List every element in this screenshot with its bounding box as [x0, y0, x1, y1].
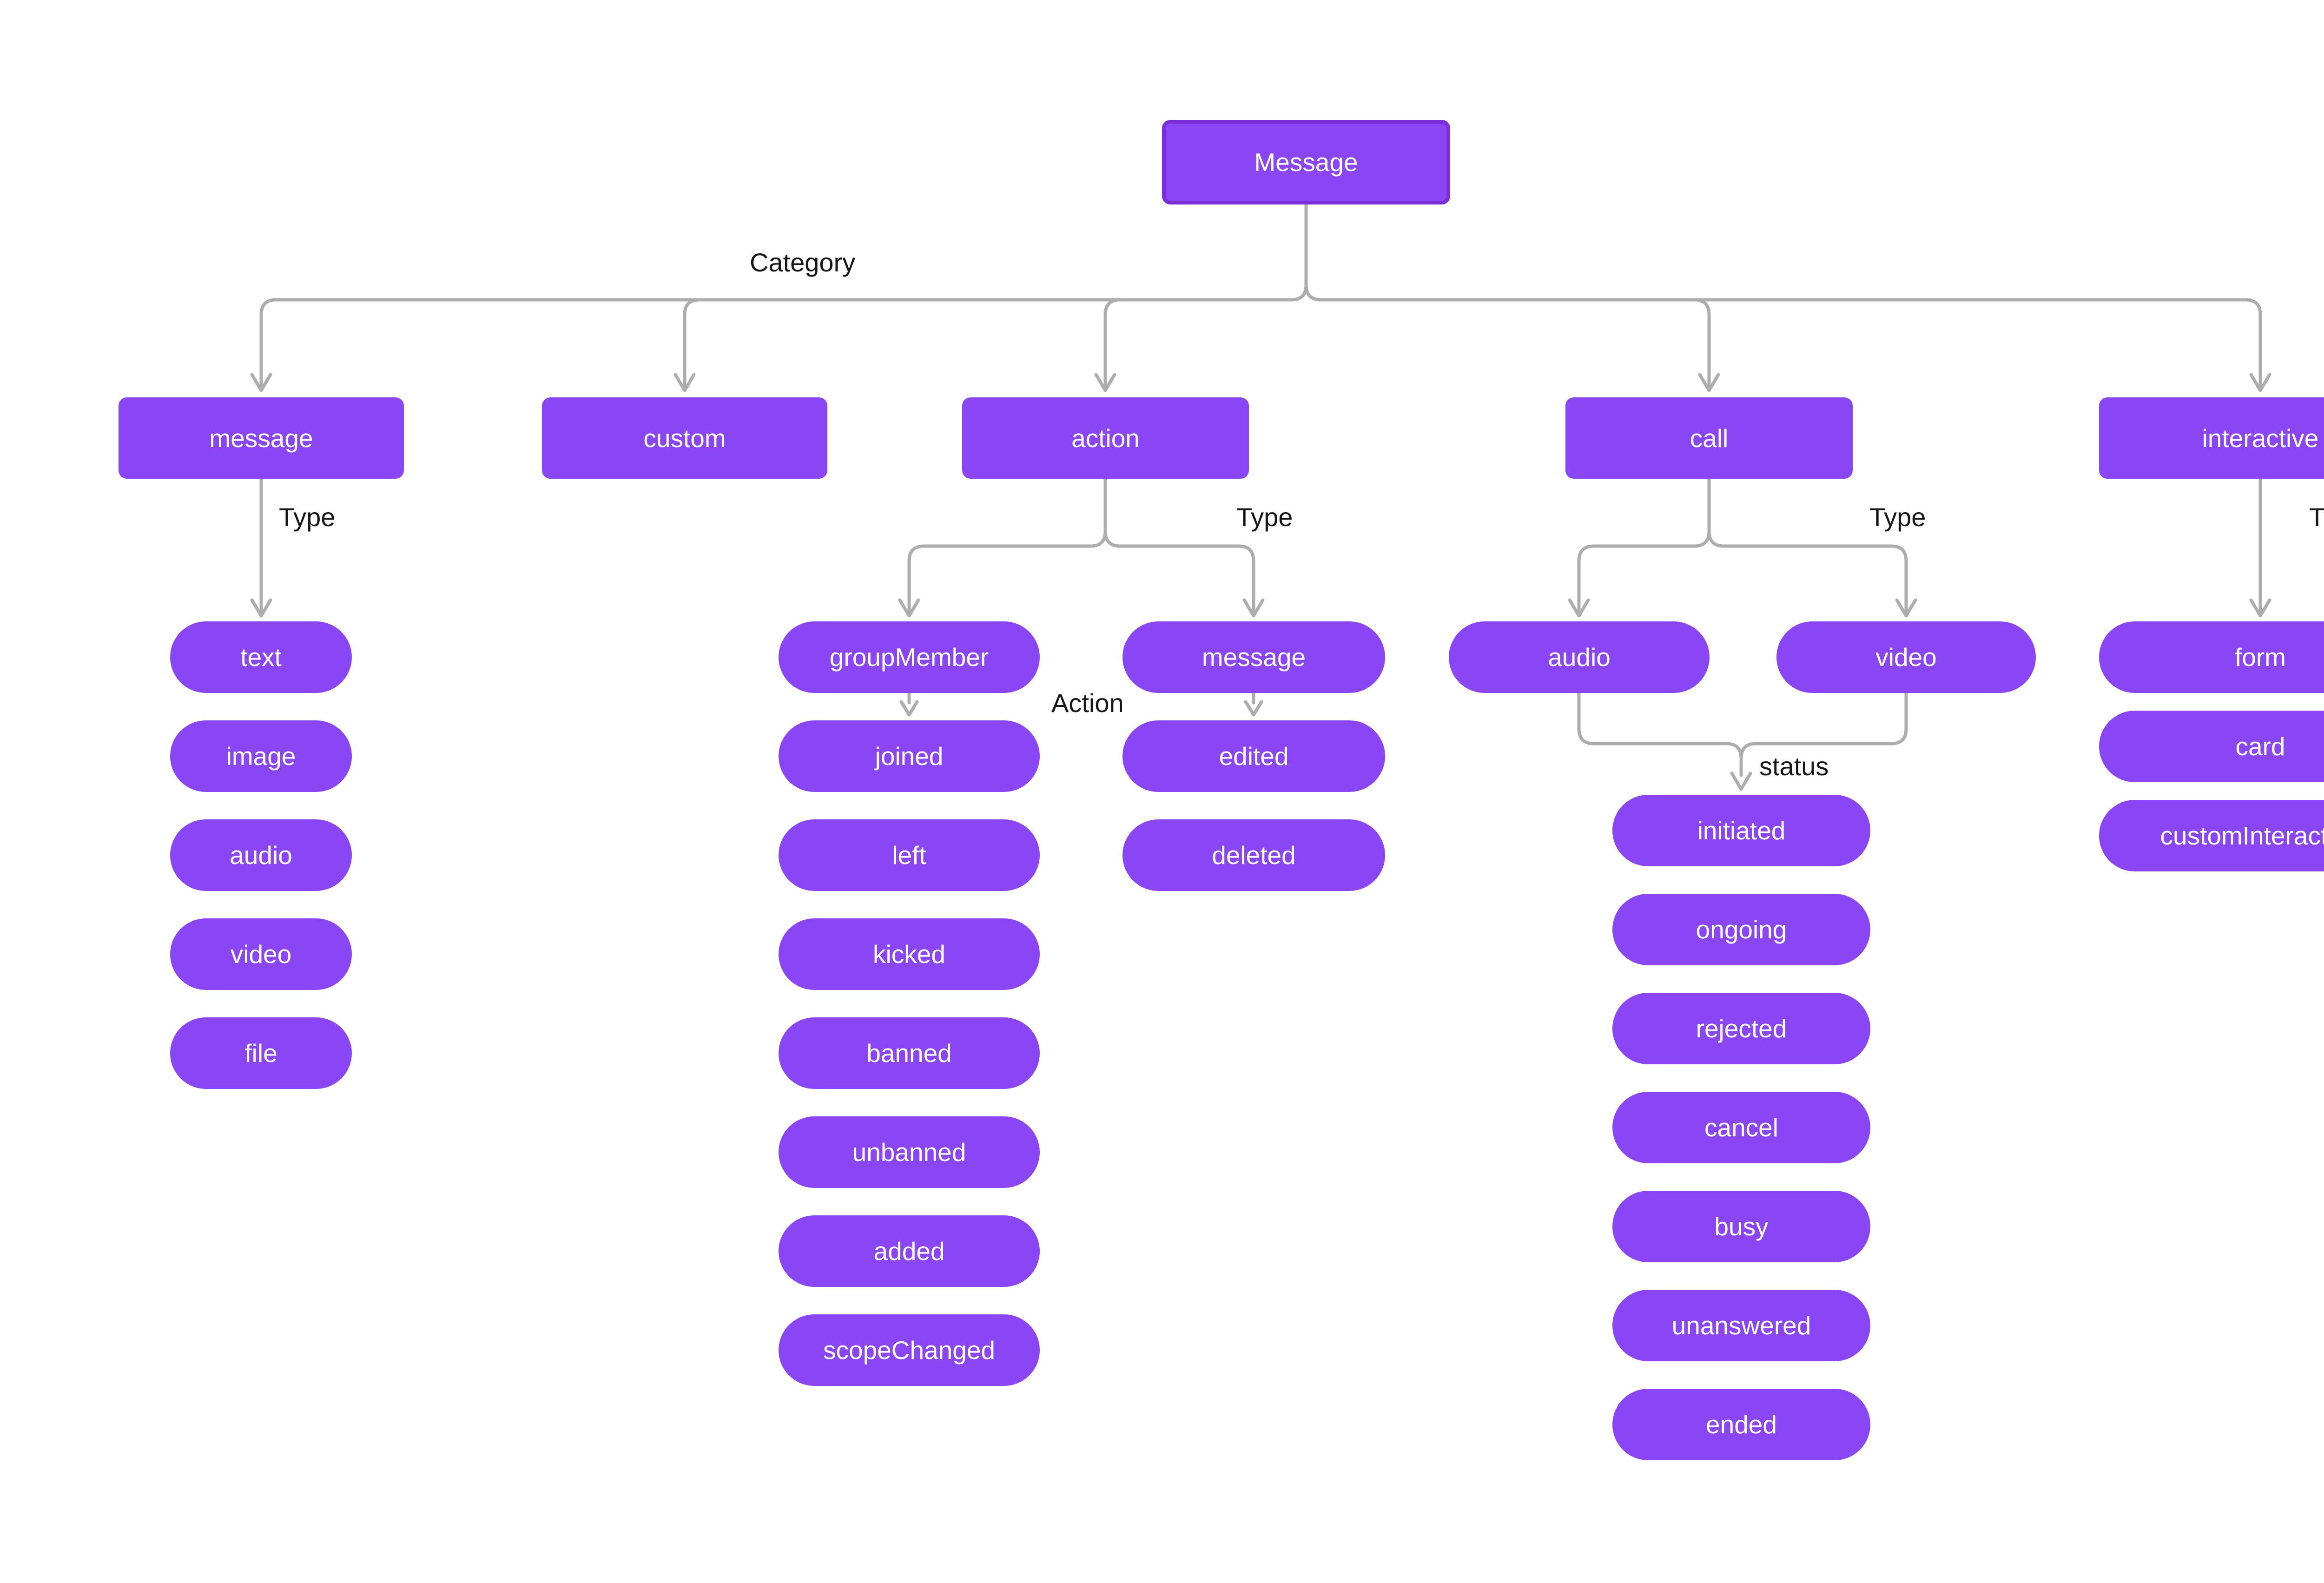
node-type-audio: audio: [170, 819, 352, 891]
edge-label-type-action: Type: [1236, 502, 1293, 532]
edge-label-category: Category: [750, 248, 856, 277]
node-status-cancel: cancel: [1612, 1092, 1870, 1163]
node-status-rejected: rejected: [1612, 993, 1870, 1064]
edge-action-to-message: [1103, 477, 1265, 618]
edge-root-to-category-message: [250, 203, 1308, 392]
node-call-video: video: [1776, 621, 2036, 693]
node-action-scopechanged: scopeChanged: [779, 1314, 1040, 1386]
node-interactive-form: form: [2099, 621, 2324, 693]
node-interactive-custominteractive: customInteractive: [2099, 800, 2324, 871]
node-status-busy: busy: [1612, 1191, 1870, 1262]
node-category-action: action: [962, 397, 1249, 479]
edge-label-type-call: Type: [1869, 502, 1926, 532]
node-action-message: message: [1122, 621, 1385, 693]
edge-status-to-initiated: [1730, 757, 1752, 791]
edge-root-to-category-interactive: [1304, 203, 2271, 392]
node-action-deleted: deleted: [1122, 819, 1385, 891]
edge-label-status: status: [1759, 752, 1829, 781]
node-action-added: added: [779, 1215, 1040, 1287]
edge-root-to-category-action: [1094, 298, 1122, 392]
node-category-custom: custom: [542, 397, 827, 479]
edge-label-type-message: Type: [279, 502, 336, 532]
node-interactive-card: card: [2099, 711, 2324, 782]
edge-root-to-category-custom: [673, 298, 701, 392]
edge-call-to-audio: [1568, 477, 1711, 618]
edge-video-to-status-merge: [1739, 691, 1908, 760]
node-category-call: call: [1565, 397, 1853, 479]
edge-call-to-video: [1707, 477, 1917, 618]
node-type-video: video: [170, 918, 352, 990]
node-status-unanswered: unanswered: [1612, 1290, 1870, 1361]
edge-message-to-text: [250, 477, 272, 618]
node-action-kicked: kicked: [779, 918, 1040, 990]
node-category-message: message: [119, 397, 404, 479]
node-status-ended: ended: [1612, 1389, 1870, 1460]
node-action-unbanned: unbanned: [779, 1116, 1040, 1188]
edge-action-to-groupmember: [898, 477, 1107, 618]
edge-audio-to-status-merge: [1577, 691, 1743, 760]
node-type-image: image: [170, 720, 352, 792]
node-call-audio: audio: [1449, 621, 1710, 693]
edge-message-to-edited: [1244, 691, 1263, 717]
node-action-edited: edited: [1122, 720, 1385, 792]
node-message-root: Message: [1162, 120, 1450, 204]
node-status-ongoing: ongoing: [1612, 894, 1870, 965]
node-action-banned: banned: [779, 1017, 1040, 1089]
edge-root-to-category-call: [1692, 298, 1720, 392]
node-status-initiated: initiated: [1612, 795, 1870, 866]
node-type-file: file: [170, 1017, 352, 1089]
node-action-left: left: [779, 819, 1040, 891]
node-type-text: text: [170, 621, 352, 693]
edge-interactive-to-form: [2249, 477, 2271, 618]
node-category-interactive: interactive: [2099, 397, 2324, 479]
node-groupmember: groupMember: [779, 621, 1040, 693]
edge-label-action: Action: [1051, 688, 1124, 718]
edge-groupmember-to-joined: [899, 691, 919, 717]
edge-label-type-interactive: Type: [2309, 502, 2324, 532]
node-action-joined: joined: [779, 720, 1040, 792]
